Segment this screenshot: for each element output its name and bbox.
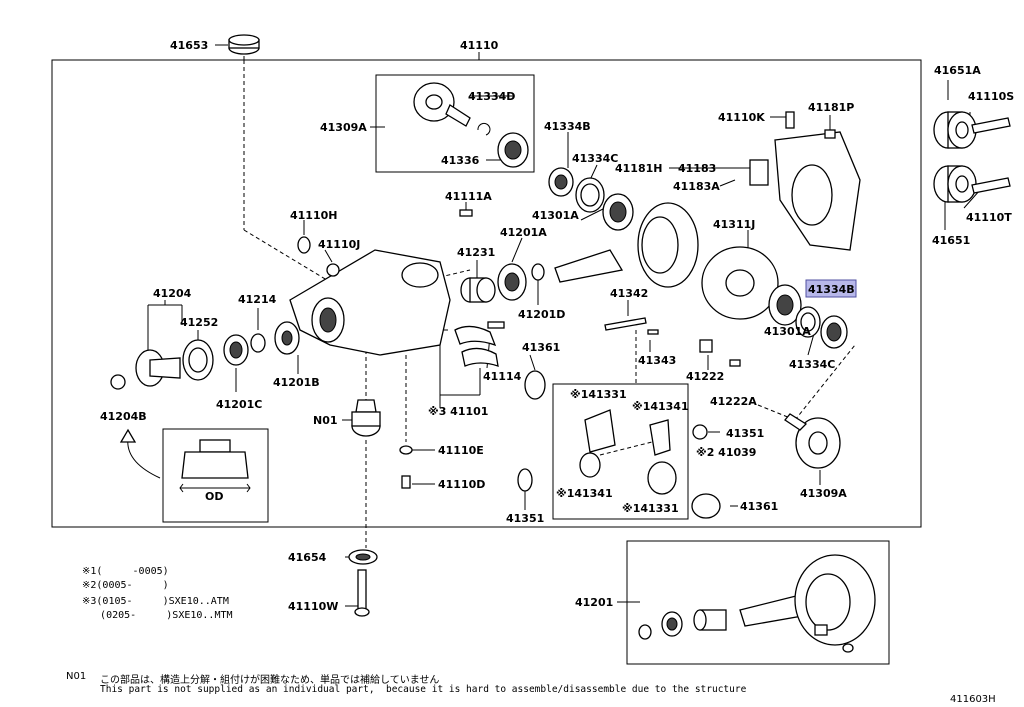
label-41110s: 41110S	[968, 90, 1014, 103]
footnote-4: (0205- )SXE10..MTM	[82, 610, 233, 621]
label-41181p: 41181P	[808, 101, 854, 114]
label-41334c-top: 41334C	[572, 152, 618, 165]
label-od: OD	[205, 490, 223, 503]
label-41351-b: 41351	[506, 512, 544, 525]
label-41110w: 41110W	[288, 600, 338, 613]
label-141341-b: ※141341	[556, 487, 613, 500]
label-41311j: 41311J	[713, 218, 755, 231]
highlight-41334b	[805, 279, 857, 298]
label-41101: ※3 41101	[428, 405, 488, 418]
label-141331-b: ※141331	[622, 502, 679, 515]
label-41334b-highlight: 41334B	[808, 283, 855, 296]
label-41361-b: 41361	[740, 500, 778, 513]
label-41201c: 41201C	[216, 398, 262, 411]
label-41201d: 41201D	[518, 308, 565, 321]
part-labels: 41653 41110 41651A 41110S 41309A 41334D …	[100, 39, 1014, 613]
label-41651: 41651	[932, 234, 970, 247]
diagram-code: 411603H	[950, 694, 996, 705]
label-41110: 41110	[460, 39, 499, 52]
label-41222a: 41222A	[710, 395, 757, 408]
footnote-3: ※3(0105- )SXE10..ATM	[82, 596, 229, 607]
label-41110d: 41110D	[438, 478, 485, 491]
label-41201a: 41201A	[500, 226, 547, 239]
label-41110k: 41110K	[718, 111, 765, 124]
flange-subgroup-frame	[375, 74, 535, 173]
label-41110h: 41110H	[290, 209, 337, 222]
footnote-1: ※1( -0005)	[82, 566, 169, 577]
label-41204: 41204	[153, 287, 192, 300]
label-41201b: 41201B	[273, 376, 320, 389]
footer-japanese-note: この部品は、構造上分解・組付けが困難なため、単品では補給していません	[100, 675, 440, 686]
label-41183: 41183	[678, 162, 716, 175]
label-41309a-top: 41309A	[320, 121, 367, 134]
label-41181h: 41181H	[615, 162, 662, 175]
pinion-gear-subgroup-frame	[552, 383, 689, 520]
label-41183a: 41183A	[673, 180, 720, 193]
label-41654: 41654	[288, 551, 327, 564]
label-41110e: 41110E	[438, 444, 484, 457]
label-41334b-top: 41334B	[544, 120, 591, 133]
label-41653: 41653	[170, 39, 208, 52]
label-41222: 41222	[686, 370, 724, 383]
label-41336: 41336	[441, 154, 480, 167]
parts	[110, 34, 1011, 653]
label-n01: N01	[313, 414, 338, 427]
label-41252: 41252	[180, 316, 218, 329]
label-41351-r: 41351	[726, 427, 764, 440]
label-41361-a: 41361	[522, 341, 560, 354]
label-41201: 41201	[575, 596, 613, 609]
label-41110j: 41110J	[318, 238, 360, 251]
label-41111a: 41111A	[445, 190, 492, 203]
od-detail-frame	[162, 428, 269, 523]
label-41334c-mid: 41334C	[789, 358, 835, 371]
main-assembly-frame	[51, 59, 922, 528]
footer-english-note: This part is not supplied as an individu…	[100, 684, 747, 695]
label-141341-a: ※141341	[632, 400, 689, 413]
label-41301a-mid: 41301A	[764, 325, 811, 338]
label-41342: 41342	[610, 287, 648, 300]
label-141331-a: ※141331	[570, 388, 627, 401]
label-41343: 41343	[638, 354, 676, 367]
label-41301a-top: 41301A	[532, 209, 579, 222]
label-41110t: 41110T	[966, 211, 1012, 224]
label-41039: ※2 41039	[696, 446, 756, 459]
label-41651a: 41651A	[934, 64, 981, 77]
label-41334d: 41334D	[468, 90, 515, 103]
footnote-2: ※2(0005- )	[82, 580, 169, 591]
label-41231: 41231	[457, 246, 495, 259]
footer-code: N01	[66, 671, 87, 682]
label-41204b: 41204B	[100, 410, 147, 423]
label-41309a-mid: 41309A	[800, 487, 847, 500]
label-41214: 41214	[238, 293, 277, 306]
label-41114: 41114	[483, 370, 522, 383]
